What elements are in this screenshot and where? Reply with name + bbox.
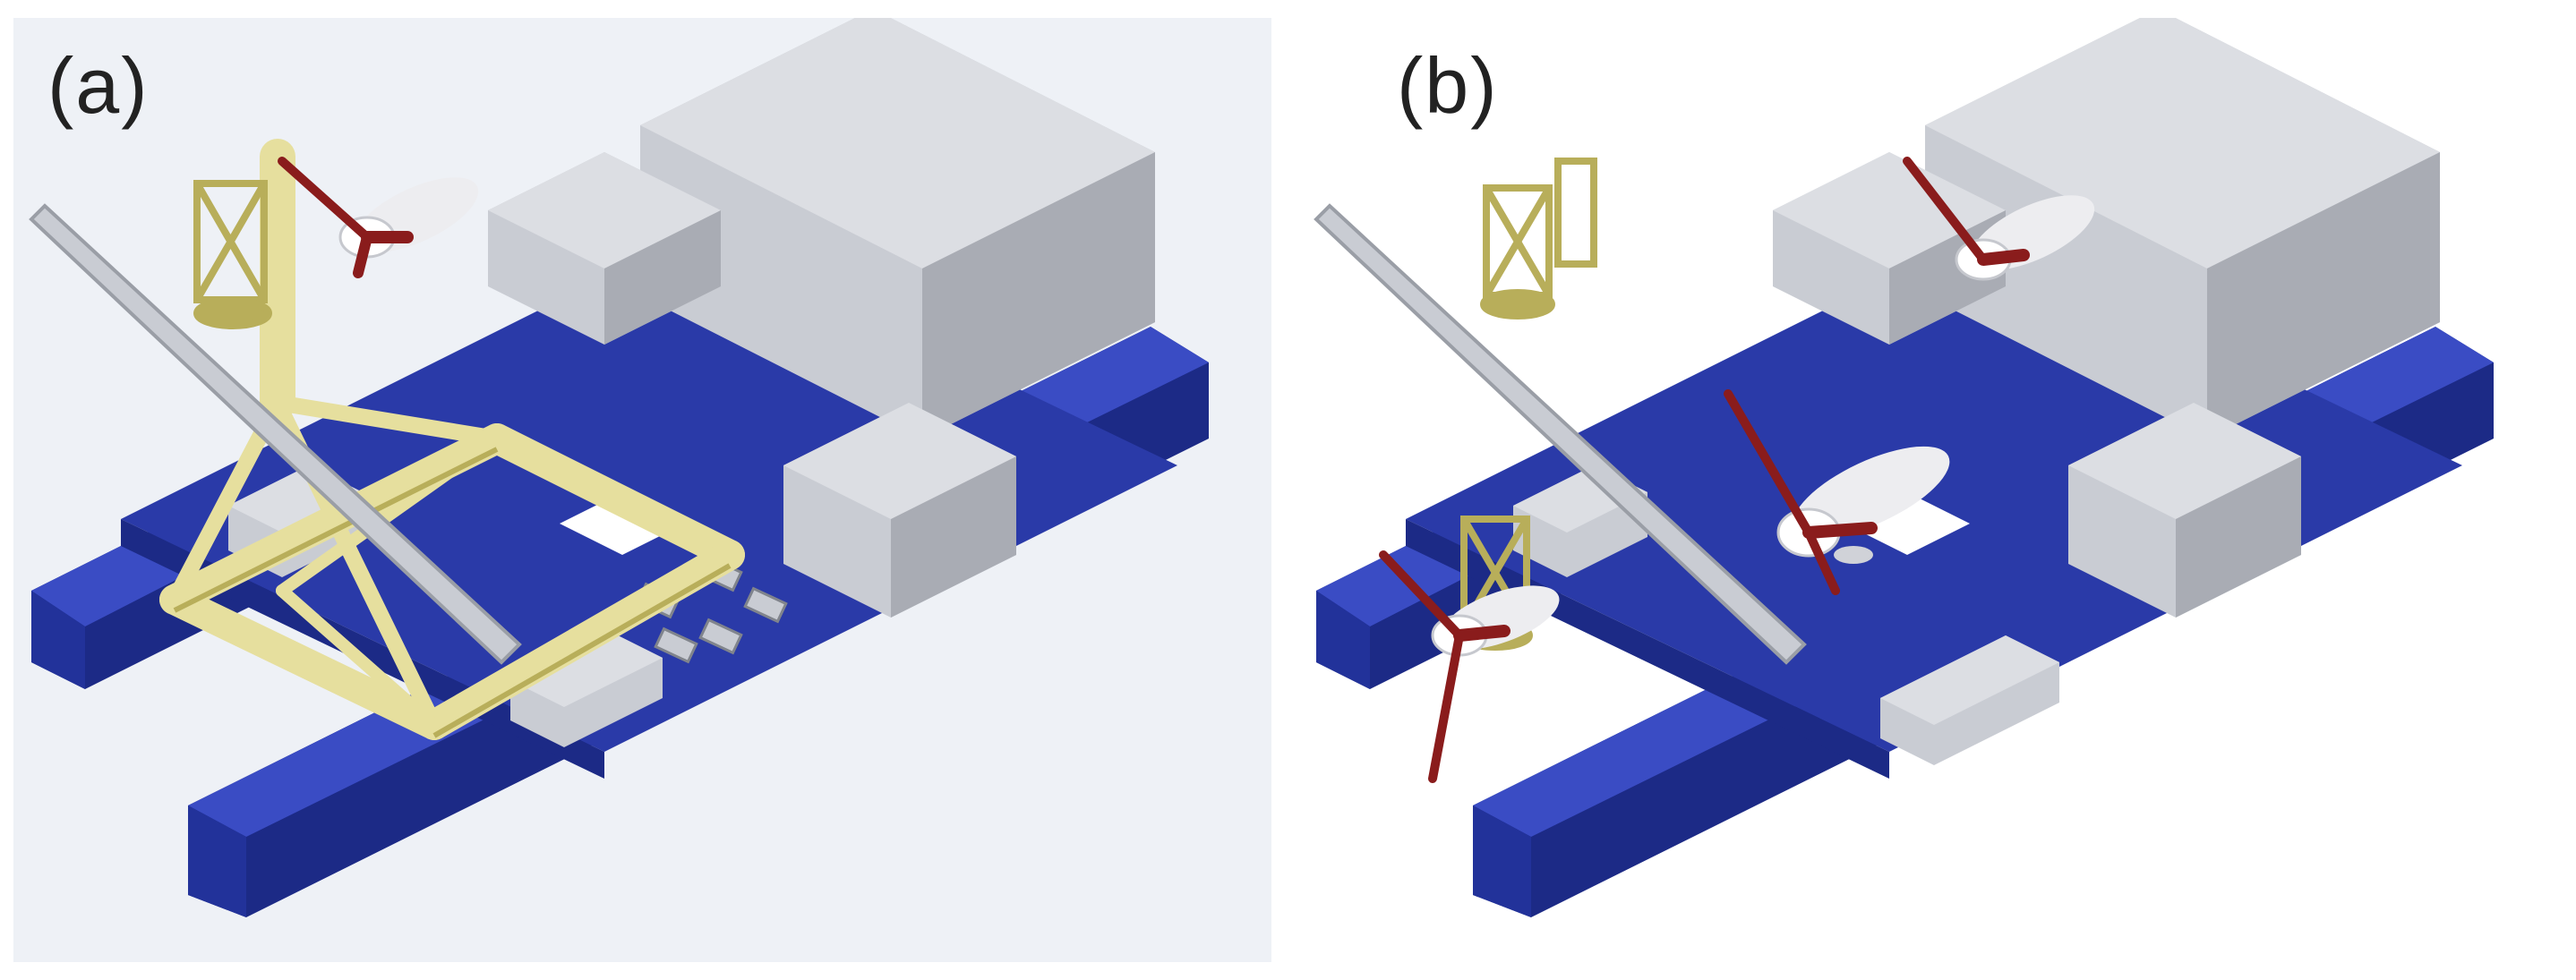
- mid-block: [1773, 152, 2006, 345]
- crane-boom: [29, 203, 522, 665]
- panel-a-label: (a): [47, 41, 150, 130]
- crane-lattice-frame: [193, 180, 272, 329]
- panel-a-vessel-illustration: [29, 18, 1209, 917]
- accommodation-block: [1925, 18, 2440, 439]
- panel-b: (b): [1298, 18, 2563, 962]
- mid-block: [488, 152, 721, 345]
- panel-b-vessel-illustration: [1314, 18, 2494, 917]
- crane-lattice-frame-rear: [1480, 158, 1597, 320]
- tripod-frame-shading: [173, 447, 732, 738]
- crane-boom: [1314, 203, 1807, 665]
- panel-a: (a): [13, 18, 1271, 962]
- turbine-rotor: [278, 157, 414, 278]
- accommodation-block: [640, 18, 1155, 439]
- panel-b-label: (b): [1397, 41, 1499, 130]
- small-deck-block-front: [1880, 635, 2059, 765]
- turbine-rotors: [1379, 157, 2030, 783]
- right-deck-block: [783, 403, 1016, 618]
- small-deck-block-front: [510, 631, 663, 747]
- right-deck-block: [2068, 403, 2301, 618]
